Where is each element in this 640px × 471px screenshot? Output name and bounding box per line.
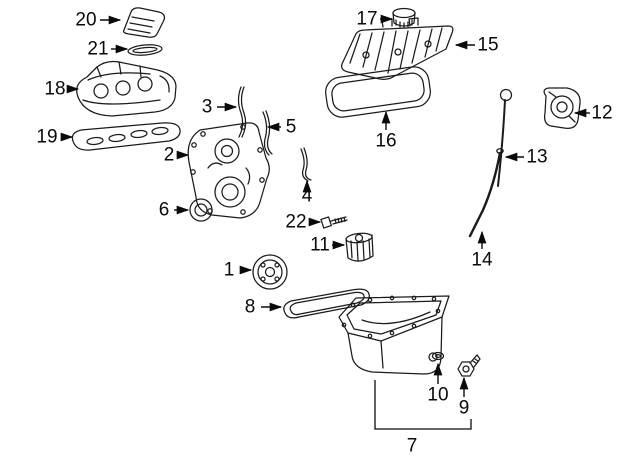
callout-1: 1 <box>224 260 253 281</box>
callout-16: 16 <box>375 110 397 152</box>
crankshaft-seal-drawing <box>189 198 213 222</box>
callout-10: 10 <box>427 362 449 406</box>
oil-filler-cap-drawing <box>392 7 416 29</box>
valve-cover-gasket-drawing <box>325 66 431 118</box>
callout-label: 7 <box>407 436 418 457</box>
oil-pan-gasket-drawing <box>283 288 370 319</box>
callout-6: 6 <box>159 200 190 221</box>
oil-filter-drawing <box>345 232 374 262</box>
bolt-drawing <box>320 216 348 229</box>
callout-label: 5 <box>286 117 297 138</box>
callout-8: 8 <box>245 297 283 318</box>
callout-label: 12 <box>591 103 612 124</box>
callout-label: 9 <box>459 398 470 419</box>
callout-label: 11 <box>310 235 330 256</box>
callout-label: 16 <box>375 131 396 152</box>
callout-14: 14 <box>471 230 493 271</box>
callout-label: 13 <box>526 147 547 168</box>
callout-13: 13 <box>504 147 548 168</box>
timing-cover-gasket-drawing <box>237 86 247 138</box>
drain-plug-bolt-drawing <box>457 354 481 377</box>
valve-cover-drawing <box>341 17 454 80</box>
oil-pan-drawing <box>338 295 450 375</box>
engine-cover-drawing <box>122 7 166 38</box>
callout-5: 5 <box>266 117 297 138</box>
callout-9: 9 <box>459 376 470 419</box>
callout-22: 22 <box>285 212 322 233</box>
callout-2: 2 <box>164 145 190 166</box>
callout-label: 3 <box>202 97 213 118</box>
callout-18: 18 <box>44 79 80 100</box>
callout-12: 12 <box>573 103 613 124</box>
callout-label: 8 <box>245 297 256 318</box>
dipstick-tube-drawing <box>468 148 504 238</box>
callout-19: 19 <box>36 127 74 148</box>
intake-manifold-gasket-drawing <box>71 122 181 151</box>
callout-label: 19 <box>36 127 57 148</box>
callout-label: 21 <box>87 39 108 60</box>
callout-17: 17 <box>356 9 394 30</box>
callout-20: 20 <box>75 10 122 31</box>
callout-label: 10 <box>427 385 448 406</box>
callout-15: 15 <box>454 35 499 56</box>
callout-label: 15 <box>477 35 498 56</box>
callout-3: 3 <box>202 97 238 118</box>
callout-label: 18 <box>44 79 65 100</box>
callout-label: 20 <box>75 10 96 31</box>
drain-plug-gasket-drawing <box>431 351 445 361</box>
callout-label: 1 <box>224 260 235 281</box>
intake-manifold-drawing <box>76 60 177 117</box>
callout-label: 14 <box>471 250 493 271</box>
callout-label: 6 <box>159 200 170 221</box>
callout-label: 17 <box>356 9 377 30</box>
callout-11: 11 <box>310 235 346 256</box>
oil-filter-adapter-drawing <box>543 87 581 129</box>
callout-21: 21 <box>87 39 129 60</box>
lower-gasket-strip-drawing <box>300 147 312 182</box>
callout-4: 4 <box>302 179 313 207</box>
timing-cover-drawing <box>187 122 270 219</box>
callout-label: 22 <box>285 212 306 233</box>
dipstick-drawing <box>497 88 513 187</box>
callout-7: 7 <box>407 436 418 457</box>
crankshaft-pulley-drawing <box>252 254 288 290</box>
cover-gasket-drawing <box>127 44 163 56</box>
callout-label: 2 <box>164 145 175 166</box>
oil-pan-group-bracket <box>374 380 472 430</box>
callout-label: 4 <box>302 186 313 207</box>
side-gasket-strip-drawing <box>262 110 273 156</box>
